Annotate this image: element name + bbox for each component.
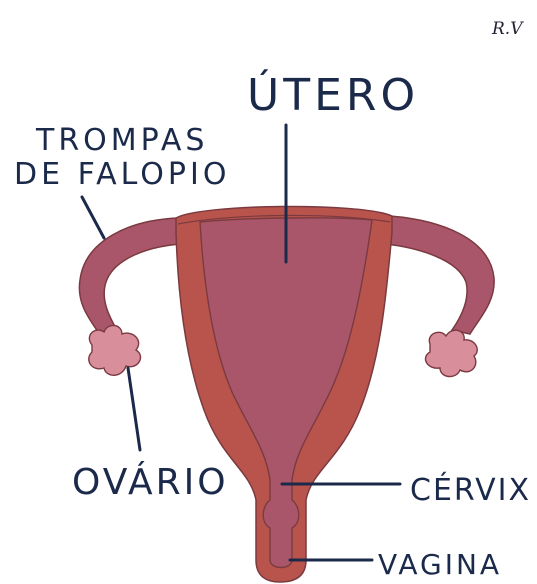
left-ovary [89,325,141,375]
label-trompas-line1: TROMPAS [35,123,208,158]
right-fallopian-tube [386,216,494,334]
label-ovario: OVÁRIO [72,461,229,503]
label-trompas-line2: DE FALOPIO [14,157,230,192]
label-vagina: VAGINA [378,548,502,581]
label-cervix: CÉRVIX [410,472,531,508]
artist-signature: R.V [491,19,524,39]
label-utero: ÚTERO [247,68,419,121]
right-ovary [425,330,477,376]
ovario-pointer [128,368,140,450]
trompas-pointer [82,197,104,238]
left-fallopian-tube [79,218,182,335]
